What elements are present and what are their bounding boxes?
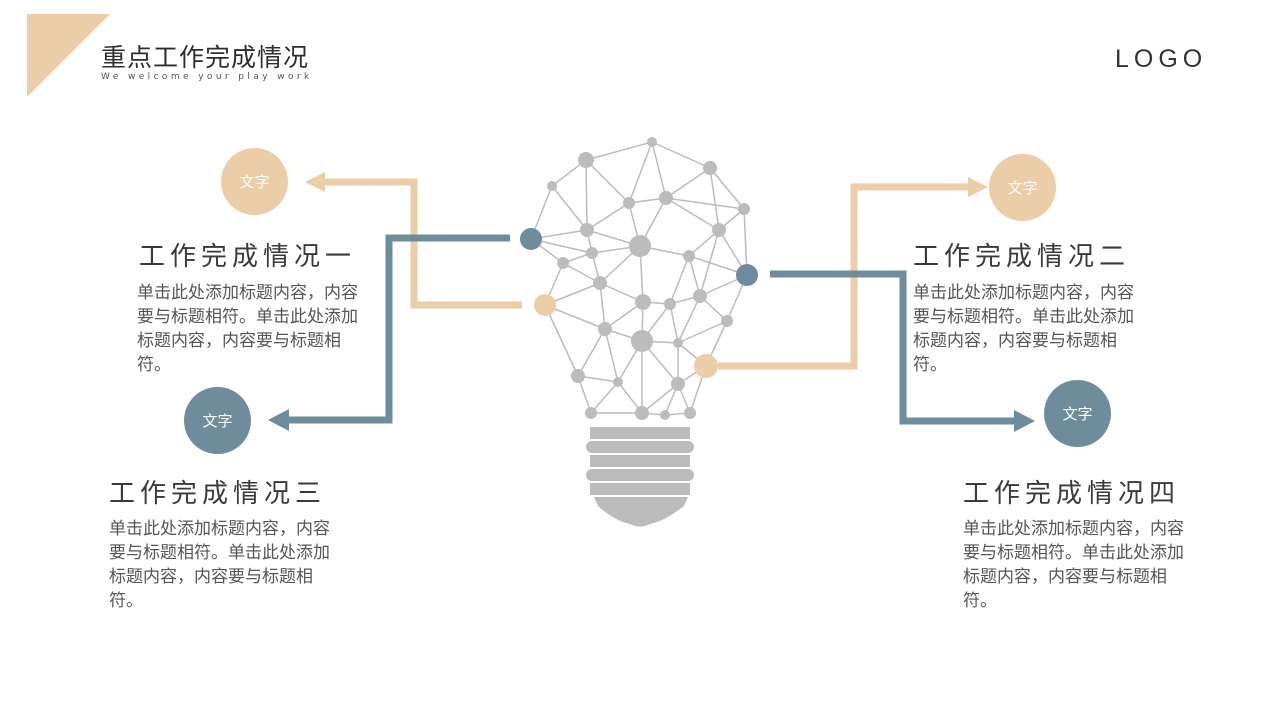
network-edge: [604, 328, 619, 383]
network-edge: [669, 303, 679, 344]
network-node: [671, 377, 685, 391]
item-2-heading: 工作完成情况二: [913, 242, 1131, 272]
item-3-circle: 文字: [184, 387, 251, 454]
network-node: [571, 369, 585, 383]
network-node: [660, 410, 670, 420]
network-edge: [599, 282, 606, 330]
network-node: [557, 257, 569, 269]
network-node: [647, 137, 657, 147]
network-node: [586, 247, 598, 259]
network-node: [683, 250, 695, 262]
network-node: [721, 315, 733, 327]
network-node: [598, 322, 612, 336]
item-2-body: 单击此处添加标题内容，内容要与标题相符。单击此处添加标题内容，内容要与标题相符。: [913, 283, 1134, 375]
network-node: [664, 298, 676, 310]
network-edge: [585, 159, 588, 231]
network-node: [593, 276, 607, 290]
lightbulb-network-icon: [520, 137, 758, 420]
network-edge: [551, 185, 588, 231]
network-node: [703, 161, 717, 175]
arrow-head-3: [268, 409, 289, 431]
item-4-heading: 工作完成情况四: [963, 479, 1181, 509]
network-edge: [628, 141, 653, 204]
network-node: [580, 223, 594, 237]
connector-line-4: [770, 270, 1018, 425]
network-edge: [709, 167, 720, 231]
network-edge: [586, 202, 630, 231]
anchor-node: [736, 264, 758, 286]
network-node: [659, 191, 673, 205]
network-node: [712, 223, 726, 237]
arrow-head-4: [1014, 410, 1035, 432]
network-node: [635, 406, 649, 420]
item-4-circle: 文字: [1044, 380, 1111, 447]
page-subtitle: We welcome your play work: [101, 72, 313, 82]
item-3-body: 单击此处添加标题内容，内容要与标题相符。单击此处添加标题内容，内容要与标题相符。: [109, 519, 330, 611]
network-node: [673, 338, 683, 348]
network-node: [629, 235, 651, 257]
anchor-node: [520, 228, 542, 250]
corner-decoration: [27, 14, 110, 97]
network-node: [547, 181, 557, 191]
network-edge: [585, 141, 653, 161]
item-2-circle: 文字: [989, 154, 1056, 221]
network-edge: [665, 197, 745, 210]
item-4-body: 单击此处添加标题内容，内容要与标题相符。单击此处添加标题内容，内容要与标题相符。: [963, 519, 1184, 611]
logo: LOGO: [1115, 45, 1208, 73]
network-edge: [669, 255, 690, 305]
network-node: [613, 377, 623, 387]
network-edge: [665, 197, 720, 231]
bulb-base-icon: [586, 427, 694, 527]
item-3-heading: 工作完成情况三: [109, 479, 327, 509]
anchor-node: [694, 354, 718, 378]
item-1-body: 单击此处添加标题内容，内容要与标题相符。单击此处添加标题内容，内容要与标题相符。: [137, 283, 358, 375]
network-edge: [709, 167, 745, 210]
network-edge: [577, 328, 606, 377]
network-node: [693, 289, 707, 303]
arrow-head-2: [968, 177, 988, 197]
network-edge: [665, 167, 711, 199]
network-node: [623, 197, 635, 209]
network-edge: [651, 141, 667, 199]
network-edge: [677, 295, 701, 344]
network-edge: [651, 141, 711, 169]
network-edge: [562, 262, 601, 284]
network-node: [738, 203, 750, 215]
page-title: 重点工作完成情况: [101, 43, 310, 72]
network-node: [585, 407, 597, 419]
network-node: [631, 330, 653, 352]
network-node: [578, 152, 594, 168]
arrow-head-1: [305, 172, 325, 192]
network-node: [684, 407, 696, 419]
connector-line-1: [320, 178, 522, 309]
network-edge: [590, 381, 619, 414]
connector-line-3: [285, 234, 510, 424]
network-edge: [585, 159, 630, 204]
item-1-heading: 工作完成情况一: [139, 242, 357, 272]
network-edge: [641, 383, 679, 414]
network-edge: [677, 320, 728, 344]
network-edge: [743, 208, 748, 276]
network-node: [635, 294, 651, 310]
network-edge: [544, 304, 579, 377]
anchor-node: [534, 294, 556, 316]
item-1-circle: 文字: [221, 148, 288, 215]
